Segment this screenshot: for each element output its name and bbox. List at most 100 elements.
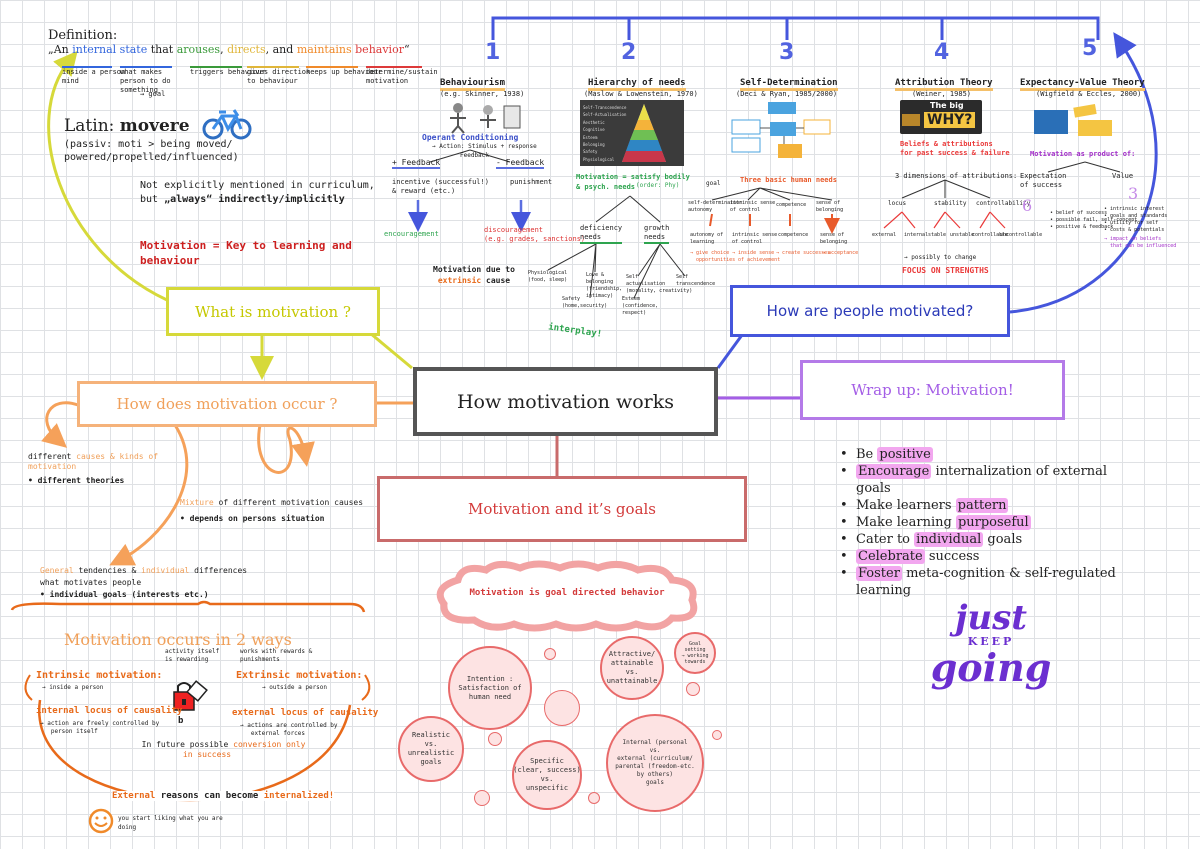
beh-discouragement: discouragement (e.g. grades, sanctions) — [484, 226, 586, 243]
maslow-leaf: Physiological (food, sleep) — [528, 270, 568, 283]
def-note-4: triggers behaviour — [190, 66, 266, 76]
general-mid: tendencies & — [73, 566, 142, 575]
def-note-5: gives direction to behaviour — [247, 66, 311, 85]
wrapup-list: Be positive Encourage internalization of… — [838, 446, 1138, 599]
goal-dot — [588, 792, 600, 804]
maslow-stage: Cognitive — [583, 127, 605, 133]
ev-image — [1034, 103, 1114, 142]
how-occur-node[interactable]: How does motivation occur ? — [77, 381, 377, 427]
wrapup-title: Wrap up: Motivation! — [851, 381, 1014, 399]
def-note-3: → goal — [140, 90, 166, 98]
extrinsic-note: → outside a person — [262, 684, 328, 691]
def-maintains: maintains — [296, 43, 352, 56]
how-motivated-node[interactable]: How are people motivated? — [730, 285, 1010, 337]
what-motivates: what motivates people — [40, 578, 142, 587]
wrapup-item: Cater to individual goals — [838, 531, 1138, 548]
sdt-bottom: → give choice opportunities — [690, 250, 736, 263]
beh-punishment: punishment — [510, 178, 553, 186]
wrapup-item: Foster meta-cognition & self-regulated l… — [838, 565, 1138, 599]
ev-value-note: → impact on beliefs that can be influenc… — [1104, 236, 1177, 249]
attr-dim: locus — [888, 200, 907, 207]
maslow-cite: (Maslow & Lowenstein, 1970) — [584, 90, 698, 98]
ev-value: Value — [1112, 172, 1134, 180]
curriculum-prefix: but — [140, 194, 165, 205]
sign-why: WHY? — [924, 112, 976, 128]
causes-line: different causes & kinds of motivation — [28, 452, 168, 472]
attr-leaf: unstable — [950, 232, 975, 238]
maslow-stage: Belonging — [583, 142, 605, 148]
def-arouses: arouses — [176, 43, 221, 56]
intrinsic-title: Intrinsic motivation: — [36, 670, 163, 681]
mixture-note: • depends on persons situation — [180, 514, 325, 523]
key-line: Motivation = Key to learning and behavio… — [140, 239, 352, 267]
works-note: works with rewards & punishments — [240, 648, 313, 663]
attr-leaf: uncontrollable — [1000, 232, 1043, 238]
wrapup-node[interactable]: Wrap up: Motivation! — [800, 360, 1065, 420]
goal-bubble: Goal setting → working towards — [674, 632, 716, 674]
maslow-stage: Physiological — [583, 156, 615, 162]
curriculum-line1: Not explicitly mentioned in curriculum, — [140, 180, 375, 191]
wrapup-item-hl: Foster — [856, 566, 902, 581]
sdt-needs: Three basic human needs — [740, 176, 837, 184]
wrapup-item-hl: pattern — [955, 498, 1009, 513]
goals-node[interactable]: Motivation and it’s goals — [377, 476, 747, 542]
goal-bubble: Attractive/ attainable vs. unattainable — [600, 636, 664, 700]
goal-dot — [544, 690, 580, 726]
wrapup-item: Be positive — [838, 446, 1138, 463]
wrapup-item-pre: Make learning — [856, 515, 956, 530]
sticker-going: going — [930, 645, 1052, 690]
wrapup-item-post: meta-cognition & self-regulated learning — [856, 566, 1116, 598]
def-internal: internal state — [72, 43, 148, 56]
external-locus-note: → actions are controlled by external for… — [240, 722, 338, 737]
beh-encouragement: encouragement — [384, 230, 439, 238]
what-is-motivation-title: What is motivation ? — [195, 302, 351, 321]
def-note-1: inside a person mind — [62, 66, 126, 85]
sdt-sub-item: autonomy of learning — [690, 232, 724, 245]
attr-cite: (Weiner, 1985) — [912, 90, 972, 98]
ev-expectation: Expectation of success — [1020, 172, 1067, 189]
smiley-icon — [88, 808, 114, 838]
individual-hl: individual — [141, 566, 190, 575]
maslow-deficiency: deficiency needs — [580, 224, 623, 244]
definition-block: Definition: „An internal state that arou… — [48, 28, 428, 57]
goal-dot — [474, 790, 490, 806]
wrapup-item-post: internalization of external goals — [856, 464, 1108, 496]
external-line-a: External — [112, 791, 156, 801]
extrinsic-title: Extrinsic motivation: — [236, 670, 363, 681]
maslow-title: Hierarchy of needs — [588, 78, 686, 91]
maslow-stage-labels: Self-Transcendence Self-Actualisation Ae… — [583, 104, 626, 163]
general-end: differences — [189, 566, 248, 575]
mixture-hl: Mixture — [180, 498, 214, 507]
beh-due-prefix: Motivation due to — [433, 265, 515, 274]
ev-exp-items: • belief of success • possible fail, sel… — [1050, 210, 1138, 230]
sdt-sub-item: sense of belonging — [820, 232, 848, 245]
goal-bubble: Intention : Satisfaction of human need — [448, 646, 532, 730]
what-is-motivation-node[interactable]: What is motivation ? — [166, 287, 380, 336]
wrapup-item-post: goals — [983, 532, 1023, 547]
wrapup-item-hl: purposeful — [955, 515, 1031, 530]
curriculum-bold: „always“ indirectly/implicitly — [164, 194, 345, 205]
smile-note: you start liking what you are doing — [118, 815, 223, 831]
arrow-label: b — [178, 716, 184, 726]
def-directs: directs — [227, 43, 266, 56]
attr-dim: stability — [934, 200, 967, 207]
beh-plus: + Feedback — [392, 158, 441, 169]
wrapup-item-pre: Make learners — [856, 498, 956, 513]
sdt-diagram — [726, 100, 836, 168]
theory-number-5: 5 — [1082, 36, 1098, 61]
theory-number-4: 4 — [934, 40, 950, 65]
wrapup-item-pre: Be — [856, 447, 878, 462]
maslow-leaf: Esteem (confidence, respect) — [622, 296, 659, 316]
goal-dot — [488, 732, 502, 746]
center-node[interactable]: How motivation works — [413, 367, 718, 436]
attr-beliefs: Beliefs & attributions for past success … — [900, 140, 1010, 157]
latin-line: Latin: movere — [64, 116, 190, 136]
attr-bottom: → possibly to change — [904, 254, 977, 261]
sticker-just: just — [955, 598, 1027, 638]
sticker-keep: KEEP — [967, 635, 1015, 648]
sdt-item: competence — [776, 202, 807, 208]
latin-prefix: Latin: — [64, 116, 120, 136]
maslow-order: (order: Phy) — [636, 182, 680, 189]
maslow-stage: Self-Transcendence — [583, 105, 627, 110]
maslow-stage: Esteem — [583, 134, 598, 140]
